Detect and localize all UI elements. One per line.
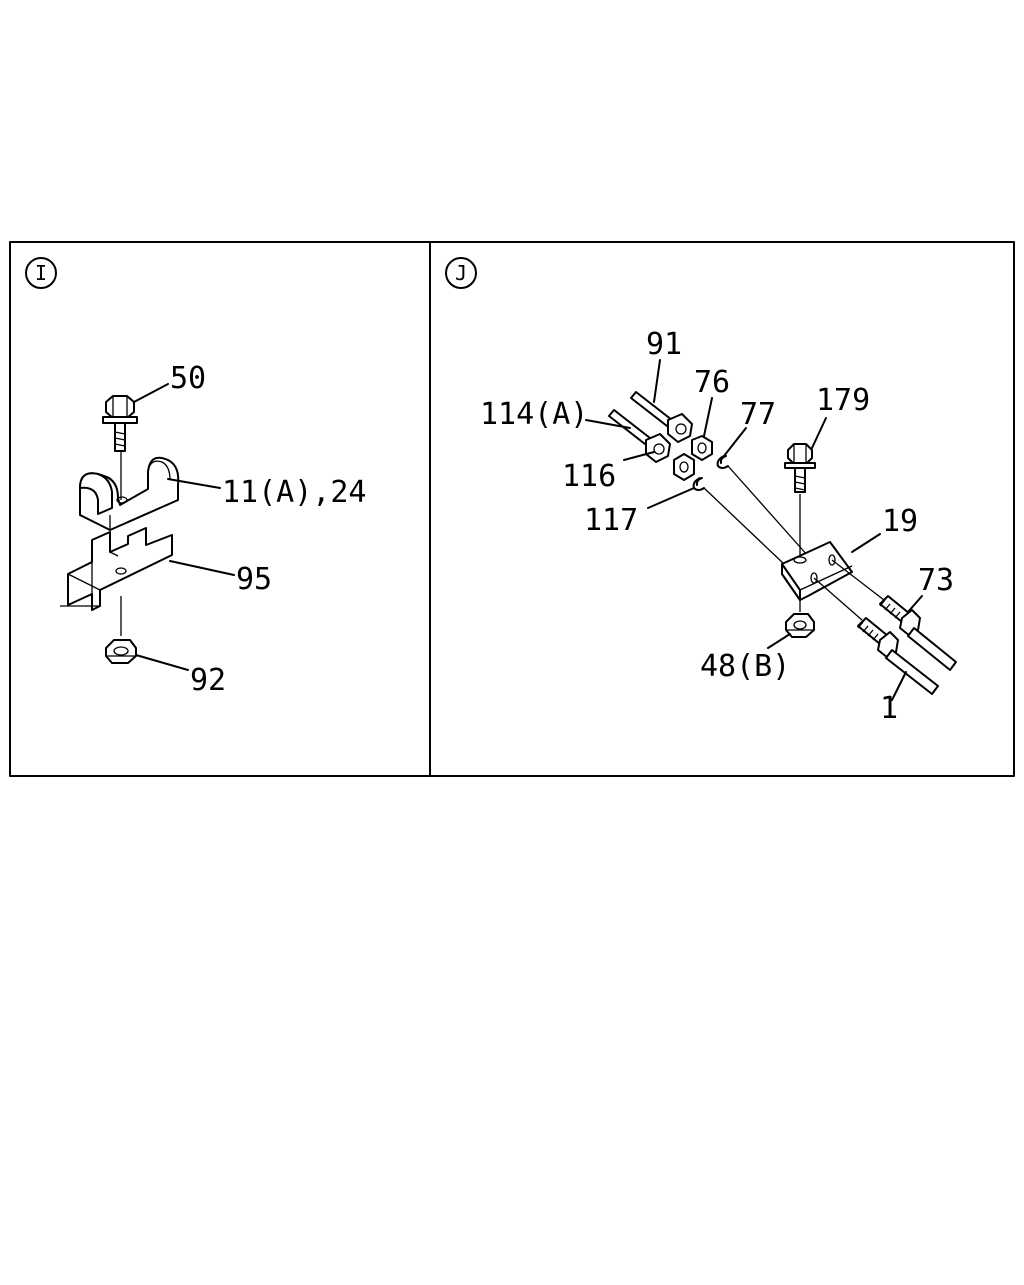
panel-j: J 91 114(A) 76 116: [445, 257, 957, 726]
nut-92: [105, 639, 137, 664]
bracket-19: [781, 541, 853, 601]
clip-77: [716, 455, 729, 469]
label-77: 77: [740, 397, 776, 432]
label-1: 1: [880, 691, 898, 726]
label-73: 73: [918, 563, 954, 598]
label-114a: 114(A): [480, 397, 588, 432]
bolt-50: [102, 395, 138, 452]
leader-92: [135, 654, 189, 671]
bracket-95: [60, 527, 173, 611]
clip-117: [692, 477, 705, 491]
bolt-179: [784, 443, 816, 493]
panel-j-badge-text: J: [455, 261, 467, 285]
panel-i-badge: I: [25, 257, 57, 289]
pipe-91: [630, 391, 693, 443]
axis-to-73: [831, 559, 885, 601]
leader-48b: [767, 633, 791, 649]
label-91: 91: [646, 327, 682, 362]
label-76: 76: [694, 365, 730, 400]
leader-95: [169, 560, 235, 576]
label-117: 117: [584, 503, 638, 538]
label-116: 116: [562, 459, 616, 494]
leader-91: [653, 359, 661, 403]
pipe-1: [857, 617, 939, 695]
panel-j-badge: J: [445, 257, 477, 289]
label-92: 92: [190, 663, 226, 698]
leader-11a-24: [167, 478, 221, 489]
leader-50: [133, 383, 169, 403]
nut-76: [691, 435, 713, 461]
leader-19: [851, 533, 881, 553]
leader-179: [811, 417, 827, 449]
leader-73: [907, 595, 923, 613]
assembly-axis-upper: [727, 465, 809, 557]
leader-76: [703, 397, 713, 437]
leader-117: [647, 487, 695, 509]
leader-77: [723, 427, 747, 457]
assembly-axis-lower: [703, 487, 785, 565]
leader-116: [623, 451, 655, 461]
label-11a-24: 11(A),24: [222, 475, 367, 510]
fitting-73: [879, 595, 957, 671]
label-50: 50: [170, 361, 206, 396]
leader-114a: [585, 419, 631, 429]
label-95: 95: [236, 562, 272, 597]
leader-1: [891, 671, 907, 701]
nut-48b: [785, 613, 815, 638]
nut-lower: [673, 453, 695, 481]
panel-i: I 50 11(A),24: [25, 257, 367, 698]
label-19: 19: [882, 504, 918, 539]
clamp-11a-24: [79, 456, 180, 531]
panel-i-badge-text: I: [35, 261, 47, 285]
label-179: 179: [816, 383, 870, 418]
label-48b: 48(B): [700, 649, 790, 684]
diagram-frame: [9, 241, 1015, 777]
axis-to-1: [813, 577, 863, 621]
